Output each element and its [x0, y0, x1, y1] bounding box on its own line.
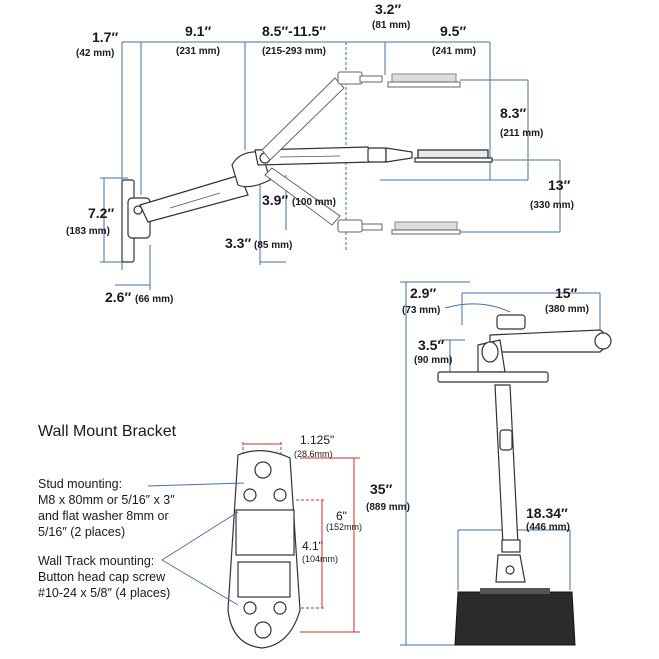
dim-13: 13″	[548, 177, 571, 193]
track-note-2: Button head cap screw	[38, 570, 166, 584]
stud-note-4: 5/16″ (2 places)	[38, 525, 125, 539]
dim-18-34: 18.34″	[526, 505, 568, 521]
dim-9-5: 9.5″	[440, 23, 466, 39]
dim-8-5-11-5-mm: (215-293 mm)	[262, 46, 326, 57]
dim-4-1: 4.1"	[302, 539, 323, 553]
front-view-dimensions: 2.9″ (73 mm) 15″ (380 mm) 3.5″ (90 mm) 3…	[366, 285, 589, 533]
dim-18-34-mm: (446 mm)	[526, 522, 570, 533]
dim-3-9-mm: (100 mm)	[292, 197, 336, 208]
dim-2-6-mm: (66 mm)	[135, 294, 173, 305]
dim-3-5: 3.5″	[418, 337, 444, 353]
front-view-stand	[400, 281, 612, 646]
dim-9-5-mm: (241 mm)	[432, 46, 476, 57]
dim-2-6: 2.6″	[105, 289, 131, 305]
dim-6: 6"	[336, 509, 347, 523]
stud-note-3: and flat washer 8mm or	[38, 509, 169, 523]
dim-3-2-mm: (81 mm)	[372, 20, 410, 31]
dim-1-7-mm: (42 mm)	[76, 48, 114, 59]
bracket-title: Wall Mount Bracket	[38, 423, 177, 440]
dim-13-mm: (330 mm)	[530, 200, 574, 211]
dim-35-mm: (889 mm)	[366, 502, 410, 513]
dim-3-3: 3.3″	[225, 235, 251, 251]
stud-note-2: M8 x 80mm or 5/16″ x 3″	[38, 493, 175, 507]
dim-8-3-mm: (211 mm)	[500, 128, 543, 139]
dim-7-2-mm: (183 mm)	[66, 226, 110, 237]
dim-8-5-11-5: 8.5″-11.5″	[262, 23, 326, 39]
dim-15-mm: (380 mm)	[545, 304, 589, 315]
dim-1-125: 1.125"	[300, 433, 334, 447]
dim-35: 35″	[370, 481, 393, 497]
dim-2-9: 2.9″	[410, 285, 436, 301]
dim-9-1-mm: (231 mm)	[176, 46, 220, 57]
dim-3-9: 3.9″	[262, 192, 288, 208]
dim-15: 15″	[555, 285, 578, 301]
dim-7-2: 7.2″	[88, 205, 114, 221]
wall-mount-bracket: Wall Mount Bracket 1.125" (28.6mm) 6" (1…	[38, 423, 362, 649]
dim-2-9-mm: (73 mm)	[402, 305, 440, 316]
dim-1-7: 1.7″	[92, 29, 118, 45]
dim-4-1-mm: (104mm)	[302, 554, 338, 564]
dim-6-mm: (152mm)	[326, 522, 362, 532]
dim-9-1: 9.1″	[185, 23, 211, 39]
track-note-3: #10-24 x 5/8″ (4 places)	[38, 586, 170, 600]
side-view-dimensions: 1.7″ (42 mm) 9.1″ (231 mm) 8.5″-11.5″ (2…	[66, 1, 574, 305]
dim-3-2: 3.2″	[375, 1, 401, 17]
track-note-1: Wall Track mounting:	[38, 554, 154, 568]
dim-8-3: 8.3″	[500, 105, 526, 121]
dim-1-125-mm: (28.6mm)	[294, 449, 333, 459]
dim-3-3-mm: (85 mm)	[254, 240, 292, 251]
side-view-arm	[100, 41, 561, 290]
stud-note-1: Stud mounting:	[38, 477, 122, 491]
dim-3-5-mm: (90 mm)	[414, 355, 452, 366]
